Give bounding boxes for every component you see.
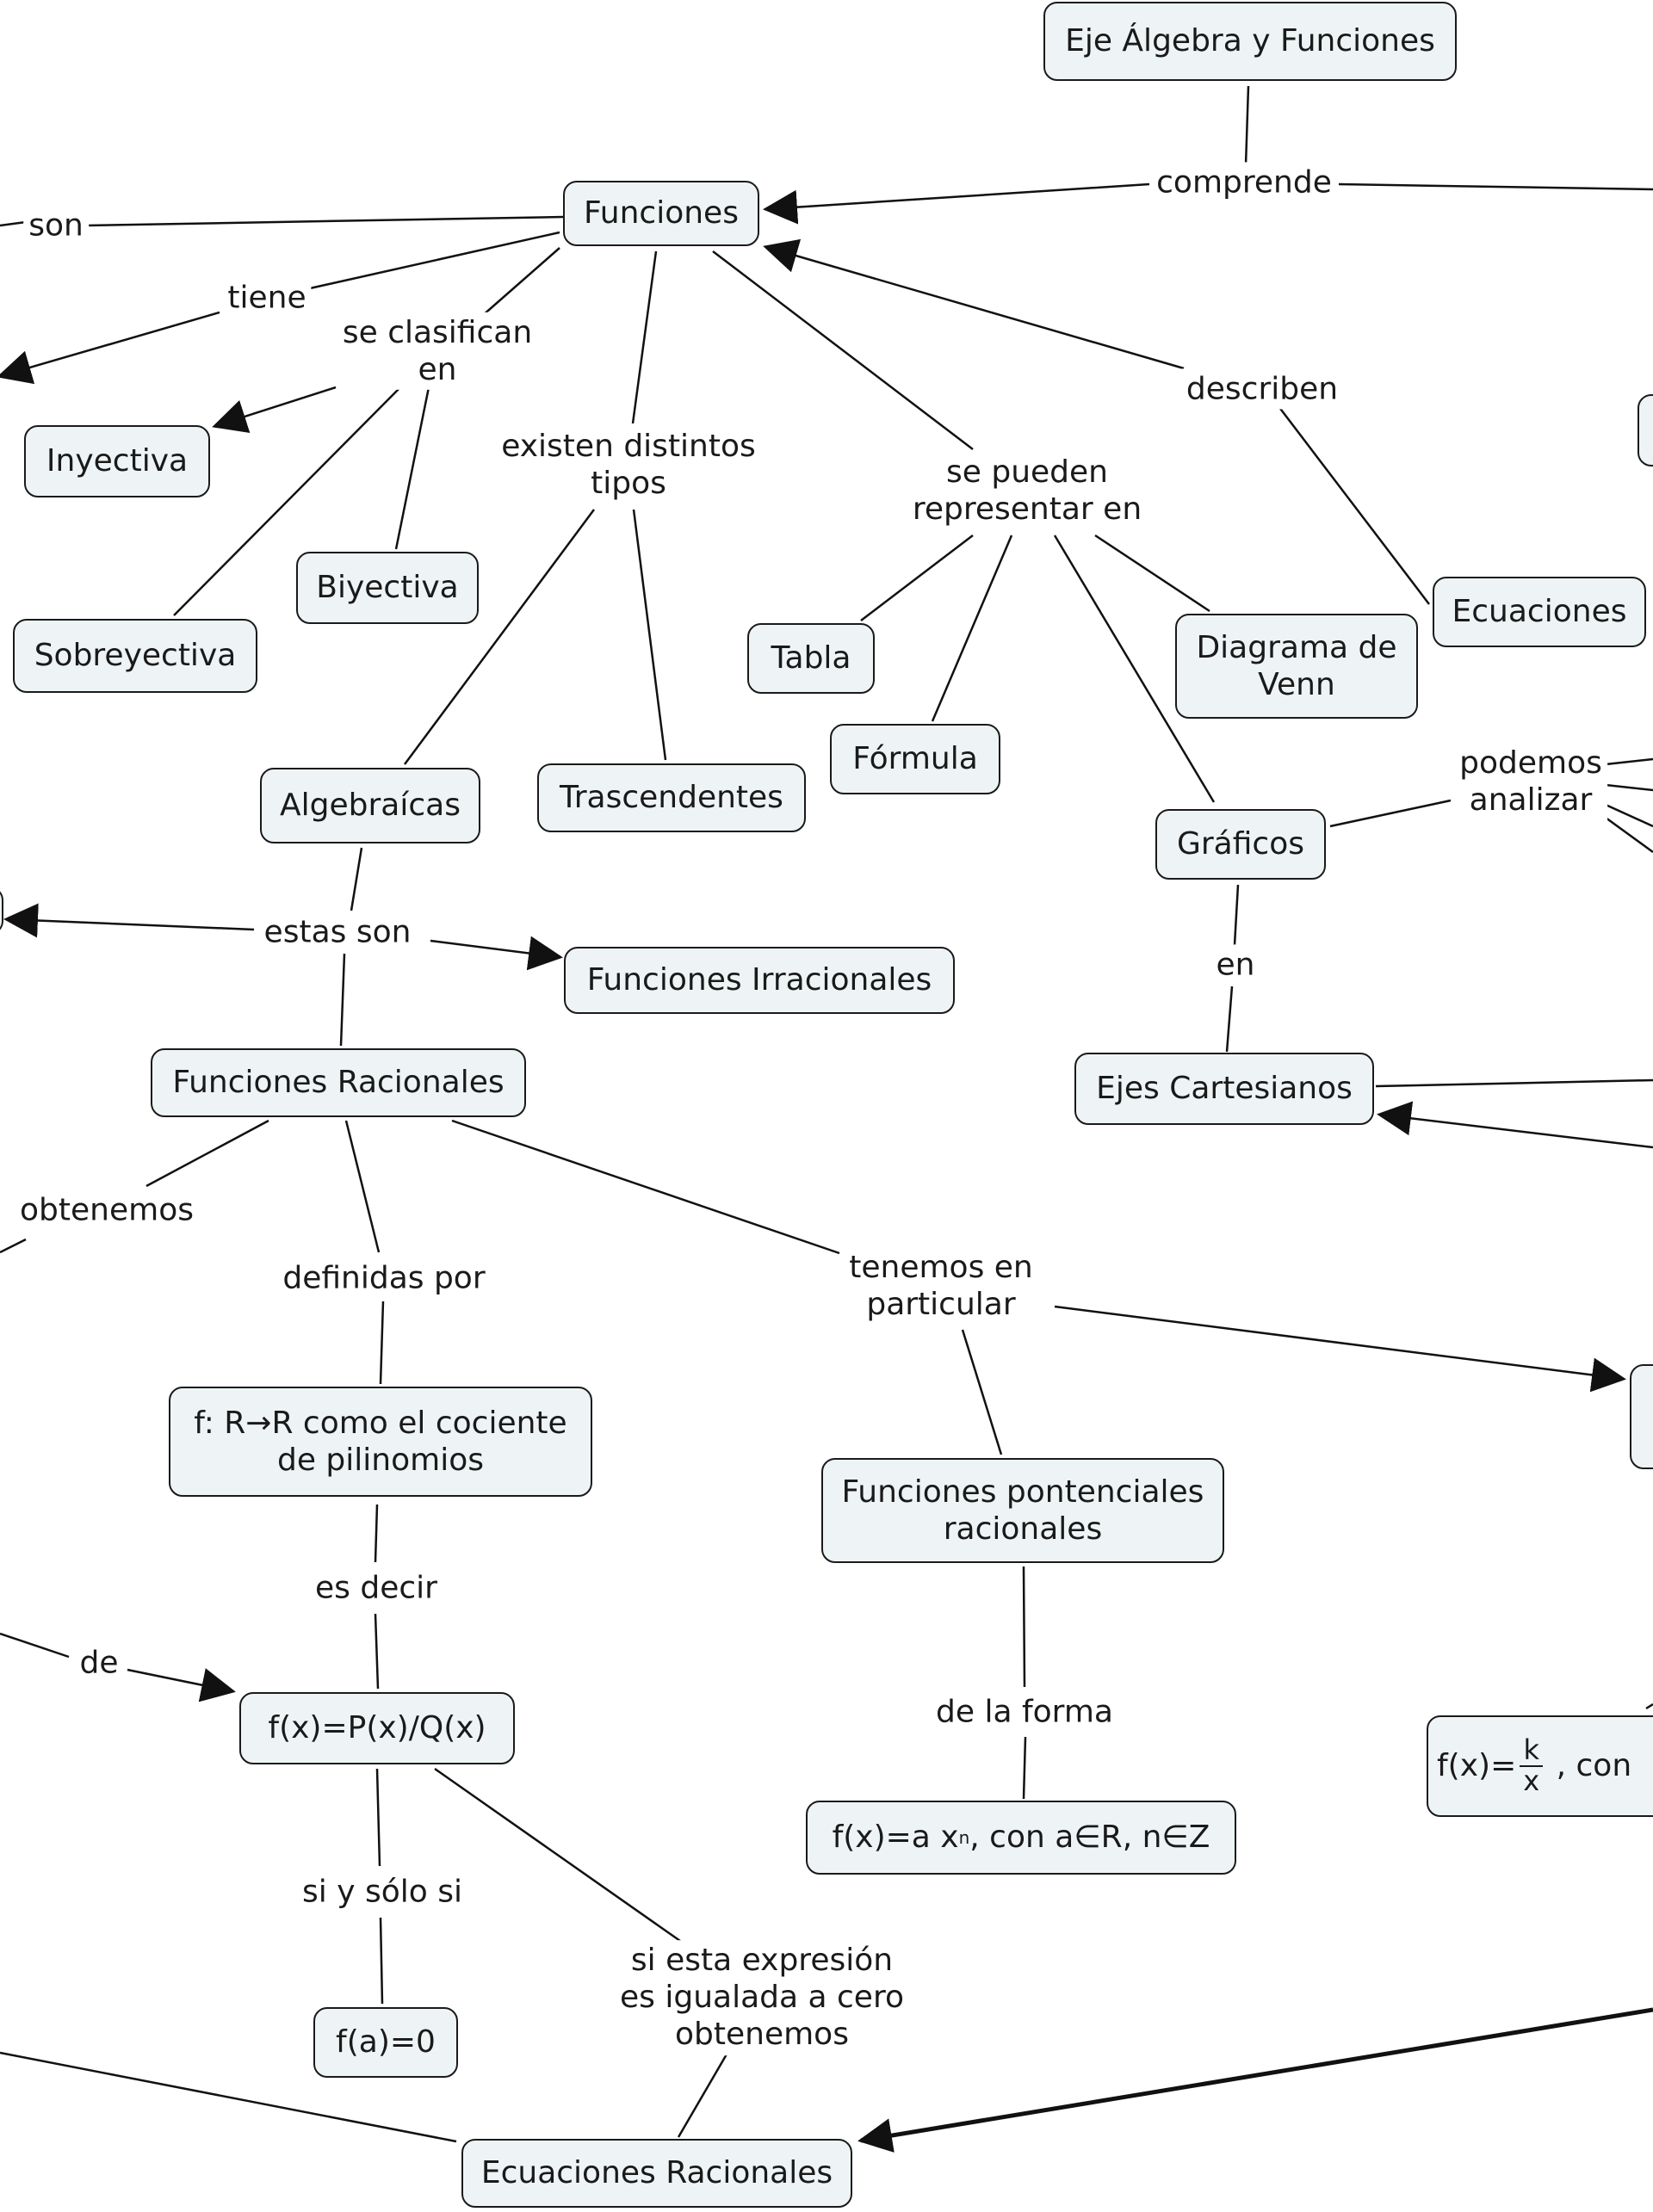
link-describen: describen xyxy=(1180,368,1344,410)
node-trascendentes[interactable]: Trascendentes xyxy=(537,763,806,832)
link-en: en xyxy=(1210,944,1260,986)
node-algebraicas[interactable]: Algebraícas xyxy=(260,768,480,843)
node-cociente-polinomios[interactable]: f: R→R como el cociente de pilinomios xyxy=(169,1387,592,1497)
node-funciones-irracionales[interactable]: Funciones Irracionales xyxy=(564,947,955,1014)
node-biyectiva[interactable]: Biyectiva xyxy=(296,552,479,624)
node-partial-right-top[interactable] xyxy=(1638,394,1653,466)
fx-kx-prefix: f(x)= xyxy=(1437,1748,1517,1784)
link-podemos-analizar: podemos analizar xyxy=(1454,742,1607,821)
node-tabla[interactable]: Tabla xyxy=(747,623,875,694)
link-si-y-solo-si: si y sólo si xyxy=(297,1871,467,1912)
node-ejes-cartesianos[interactable]: Ejes Cartesianos xyxy=(1074,1053,1374,1125)
link-existen-distintos-tipos: existen distintos tipos xyxy=(496,425,761,504)
fraction-denominator: x xyxy=(1523,1764,1540,1797)
link-de: de xyxy=(74,1642,124,1684)
node-funciones-potenciales[interactable]: Funciones pontenciales racionales xyxy=(821,1458,1224,1563)
fraction-numerator: k xyxy=(1520,1736,1543,1767)
link-comprende: comprende xyxy=(1151,162,1337,203)
link-tiene: tiene xyxy=(222,277,312,318)
node-partial-right-middle[interactable] xyxy=(1630,1364,1653,1469)
fx-axn-prefix: f(x)=a x xyxy=(832,1820,959,1856)
node-diagrama-venn[interactable]: Diagrama de Venn xyxy=(1175,614,1418,719)
link-se-clasifican-en: se clasifican en xyxy=(337,312,538,391)
node-graficos[interactable]: Gráficos xyxy=(1155,809,1326,880)
node-ecuaciones-racionales[interactable]: Ecuaciones Racionales xyxy=(461,2139,852,2208)
link-definidas-por: definidas por xyxy=(277,1257,491,1299)
link-obtenemos: obtenemos xyxy=(15,1189,199,1231)
node-sobreyectiva[interactable]: Sobreyectiva xyxy=(13,619,257,693)
node-ecuaciones[interactable]: Ecuaciones xyxy=(1433,577,1646,647)
link-es-decir: es decir xyxy=(310,1567,443,1609)
link-si-esta-expresion: si esta expresión es igualada a cero obt… xyxy=(615,1940,909,2055)
node-funciones[interactable]: Funciones xyxy=(563,181,759,246)
fx-axn-exponent: n xyxy=(958,1827,970,1848)
node-fa0[interactable]: f(a)=0 xyxy=(313,2007,458,2078)
link-son: son xyxy=(23,205,89,246)
link-se-pueden-representar: se pueden representar en xyxy=(907,451,1148,530)
link-estas-son: estas son xyxy=(258,911,417,953)
node-eje-algebra-funciones[interactable]: Eje Álgebra y Funciones xyxy=(1043,2,1457,81)
node-funciones-racionales[interactable]: Funciones Racionales xyxy=(151,1048,526,1117)
link-tenemos-en-particular: tenemos en particular xyxy=(844,1246,1038,1325)
node-formula[interactable]: Fórmula xyxy=(830,724,1000,794)
fx-axn-suffix: , con a∈R, n∈Z xyxy=(969,1820,1210,1856)
link-de-la-forma: de la forma xyxy=(931,1691,1118,1733)
fx-kx-suffix: , con xyxy=(1546,1748,1632,1784)
node-inyectiva[interactable]: Inyectiva xyxy=(24,425,210,497)
node-fx-pq[interactable]: f(x)=P(x)/Q(x) xyxy=(239,1692,515,1764)
